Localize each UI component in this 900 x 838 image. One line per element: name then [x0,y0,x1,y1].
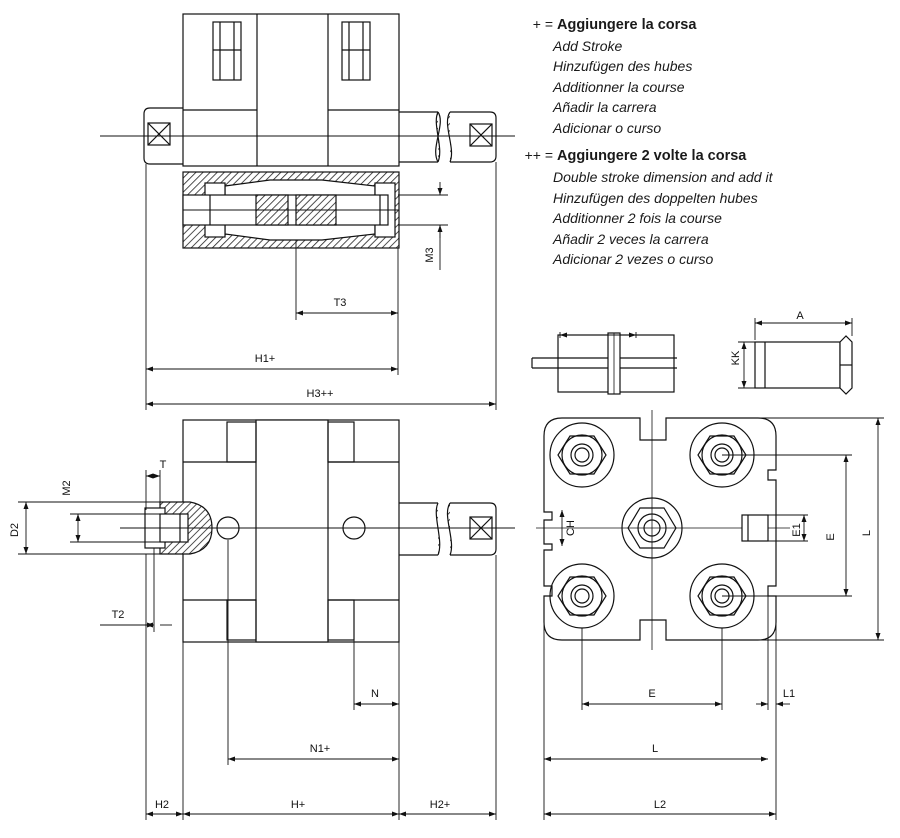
legend-translation: Añadir 2 veces la carrera [553,230,709,247]
dim-m2: M2 [61,480,73,495]
dim-m3: M3 [424,247,436,262]
legend-translation: Añadir la carrera [553,99,657,116]
dim-t2: T2 [112,609,125,621]
legend-main-text: Aggiungere 2 volte la corsa [557,148,747,165]
dim-l-vertical: L [861,530,873,536]
legend-translation: Add Stroke [553,37,623,54]
legend-main-text: Aggiungere la corsa [557,17,697,33]
legend-translation: Additionner la course [553,78,685,95]
dimension-lines [18,162,884,820]
dim-d2: D2 [9,523,21,537]
hex-nut-icon [549,422,615,488]
dim-h1: H1+ [255,353,276,365]
legend-add-stroke: + = Aggiungere la corsa Add Stroke Hinzu… [505,14,895,138]
end-view [536,410,790,650]
legend-double-stroke: ++ = Aggiungere 2 volte la corsa Double … [505,145,895,269]
wrench-flat-icon [147,122,171,146]
dim-h3: H3++ [307,388,334,400]
dim-ch: CH [565,520,577,536]
front-view [120,419,515,643]
stroke-legend: + = Aggiungere la corsa Add Stroke Hinzu… [505,14,895,277]
screw-icon [212,21,242,81]
hex-nut-icon [549,563,615,629]
dim-e-vertical: E [825,533,837,540]
rod-end-hex-icon [621,497,683,559]
screw-icon [341,21,371,81]
legend-symbol-plus: + = [532,16,553,32]
dim-a: A [796,310,804,322]
dim-h2: H2 [155,799,169,811]
wrench-flat-icon [469,123,493,147]
dim-l1: L1 [783,688,795,700]
legend-translation: Hinzufügen des doppelten hubes [553,189,758,206]
legend-translation: Additionner 2 fois la course [553,210,722,227]
dim-kk: KK [730,350,742,365]
top-view [100,13,515,167]
dim-n: N [371,688,379,700]
legend-translation: Double stroke dimension and add it [553,168,773,185]
dim-l-horizontal: L [652,743,658,755]
dim-h: H+ [291,799,305,811]
legend-translation: Adicionar o curso [553,119,662,136]
dim-h2-plus: H2+ [430,799,451,811]
rod-end-view [754,335,853,395]
dim-e-horizontal: E [648,688,655,700]
dimension-labels: M3 T3 H1+ H3++ A KK T M2 D2 T2 N N1+ H2 … [9,247,873,811]
side-view-small [531,332,677,395]
dim-e1: E1 [791,523,803,536]
legend-symbol-doubleplus: ++ = [524,147,553,164]
dim-t3: T3 [334,297,347,309]
section-view [182,171,400,249]
legend-translation: Adicionar 2 vezes o curso [553,251,714,268]
legend-translation: Hinzufügen des hubes [553,58,693,75]
dim-l2: L2 [654,799,666,811]
dim-t: T [160,459,167,471]
dim-n1: N1+ [310,743,331,755]
